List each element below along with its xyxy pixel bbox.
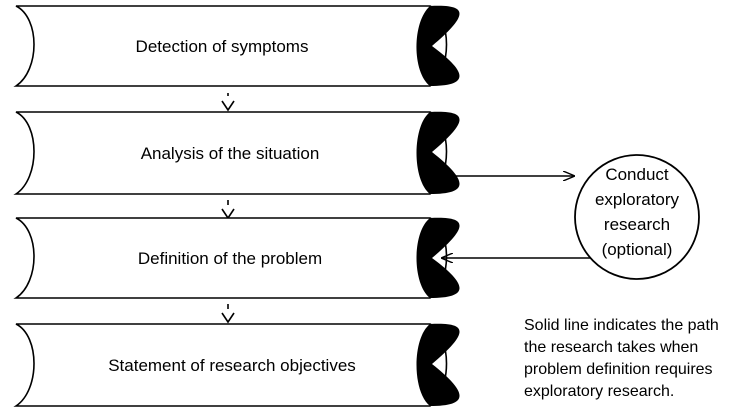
note-line-4: exploratory research. (524, 383, 675, 400)
step-box-analysis-of-the-situation: Analysis of the situation (13, 111, 460, 195)
note-line-3: problem definition requires (524, 361, 713, 378)
step-label: Statement of research objectives (108, 356, 356, 375)
optional-step-line-1: Conduct (605, 165, 669, 184)
note-line-1: Solid line indicates the path (524, 317, 719, 334)
step-label: Analysis of the situation (141, 144, 320, 163)
optional-step-line-4: (optional) (602, 240, 673, 259)
connector-3 (221, 304, 235, 324)
step-box-detection-of-symptoms: Detection of symptoms (13, 5, 460, 87)
explanatory-note: Solid line indicates the path the resear… (524, 315, 749, 403)
scroll-shadow (416, 111, 460, 194)
scroll-shadow (416, 323, 460, 406)
scroll-shadow (416, 5, 460, 86)
note-line-2: the research takes when (524, 339, 699, 356)
step-box-statement-of-research-objectives: Statement of research objectives (13, 323, 460, 407)
optional-step-line-3: research (604, 215, 670, 234)
scroll-shadow (416, 217, 460, 298)
optional-step-line-2: exploratory (595, 190, 680, 209)
optional-step-outline (574, 154, 700, 280)
connector-1 (221, 93, 235, 112)
step-label: Detection of symptoms (136, 37, 309, 56)
step-label: Definition of the problem (138, 249, 322, 268)
optional-step-circle: Conduct exploratory research (optional) (574, 154, 700, 280)
step-box-definition-of-the-problem: Definition of the problem (13, 217, 460, 299)
connector-2 (221, 200, 235, 220)
